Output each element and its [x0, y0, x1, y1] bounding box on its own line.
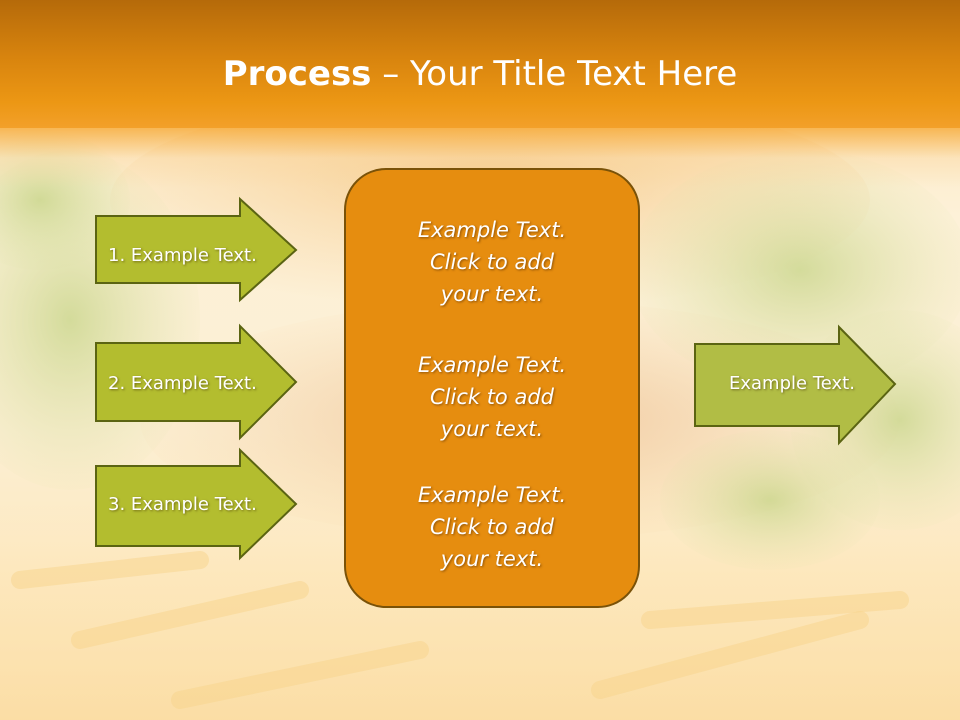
- output-arrow-label: Example Text.: [729, 373, 855, 394]
- input-arrow-1[interactable]: 1. Example Text.: [95, 196, 300, 303]
- title-rest: – Your Title Text Here: [371, 54, 738, 94]
- center-text-block-3[interactable]: Example Text. Click to add your text.: [346, 479, 638, 575]
- right-arrow-shape-icon: [95, 196, 298, 303]
- input-arrow-3-label: 3. Example Text.: [108, 494, 257, 515]
- title-bold-word: Process: [222, 54, 372, 94]
- center-text-block-2[interactable]: Example Text. Click to add your text.: [346, 349, 638, 445]
- center-text-line: your text.: [440, 417, 544, 441]
- right-arrow-shape-icon: [694, 324, 897, 446]
- center-text-line: Example Text.: [417, 483, 567, 507]
- center-process-box[interactable]: Example Text. Click to add your text. Ex…: [344, 168, 640, 608]
- right-arrow-shape-icon: [95, 447, 298, 561]
- center-text-line: Example Text.: [417, 218, 567, 242]
- center-text-line: Click to add: [429, 515, 554, 539]
- title-bar: [0, 0, 960, 128]
- input-arrow-3[interactable]: 3. Example Text.: [95, 447, 300, 561]
- input-arrow-2-label: 2. Example Text.: [108, 373, 257, 394]
- input-arrow-2[interactable]: 2. Example Text.: [95, 323, 300, 441]
- slide-title[interactable]: Process – Your Title Text Here: [0, 52, 960, 96]
- center-text-line: your text.: [440, 547, 544, 571]
- center-text-line: Example Text.: [417, 353, 567, 377]
- center-text-block-1[interactable]: Example Text. Click to add your text.: [346, 214, 638, 310]
- output-arrow[interactable]: Example Text.: [694, 324, 899, 446]
- center-text-line: Click to add: [429, 385, 554, 409]
- center-text-line: your text.: [440, 282, 544, 306]
- center-text-line: Click to add: [429, 250, 554, 274]
- input-arrow-1-label: 1. Example Text.: [108, 245, 257, 266]
- right-arrow-shape-icon: [95, 323, 298, 441]
